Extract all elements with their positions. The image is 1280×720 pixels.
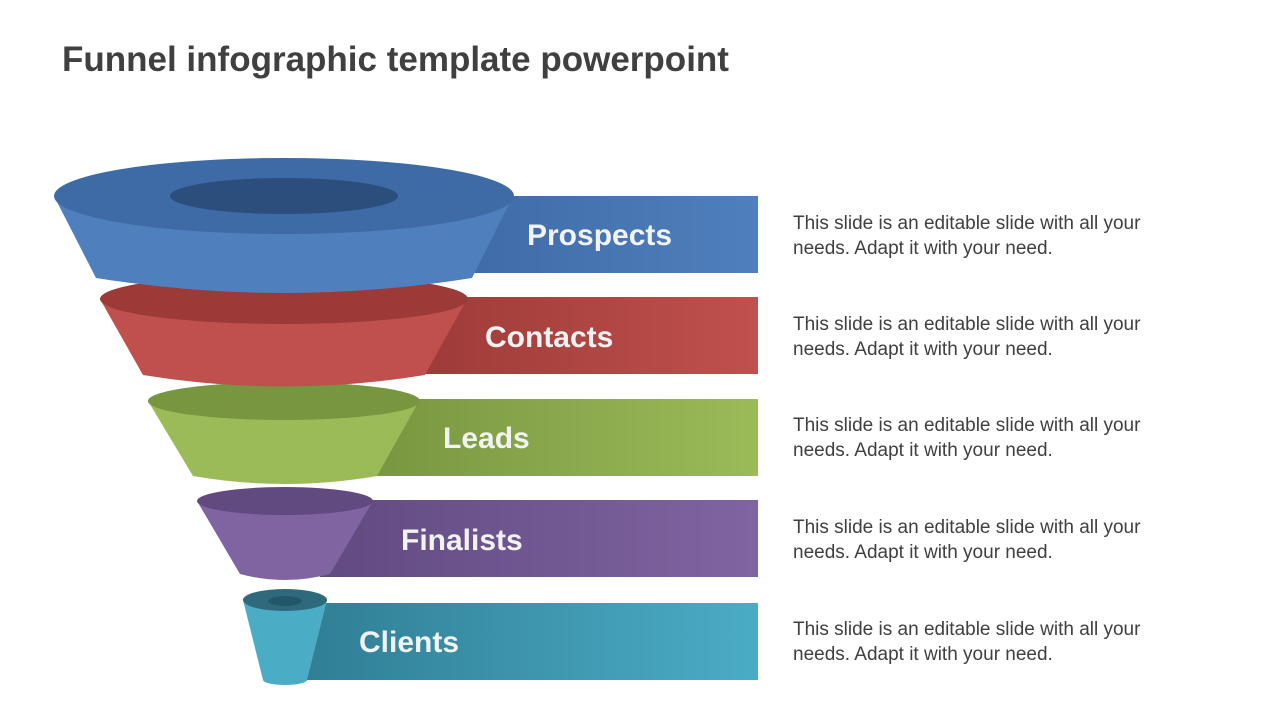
funnel-tier-leads: [148, 382, 420, 484]
slide-title: Funnel infographic template powerpoint: [62, 40, 729, 79]
stage-label-clients: Clients: [359, 626, 459, 659]
stage-description-finalists: This slide is an editable slide with all…: [793, 517, 1141, 563]
stage-description-clients: This slide is an editable slide with all…: [793, 619, 1141, 665]
stage-label-prospects: Prospects: [527, 219, 672, 252]
band-finalists: [320, 500, 758, 577]
funnel-tier-finalists: [197, 487, 373, 580]
stage-description-leads: This slide is an editable slide with all…: [793, 415, 1141, 461]
band-leads: [360, 399, 758, 476]
stage-description-prospects: This slide is an editable slide with all…: [793, 213, 1141, 259]
funnel-tier-prospects: [54, 158, 514, 293]
band-clients: [290, 603, 758, 680]
funnel-tier-clients: [243, 589, 327, 685]
stage-label-contacts: Contacts: [485, 321, 613, 354]
stage-description-contacts: This slide is an editable slide with all…: [793, 314, 1141, 360]
stage-label-leads: Leads: [443, 422, 530, 455]
stage-label-finalists: Finalists: [401, 524, 523, 557]
